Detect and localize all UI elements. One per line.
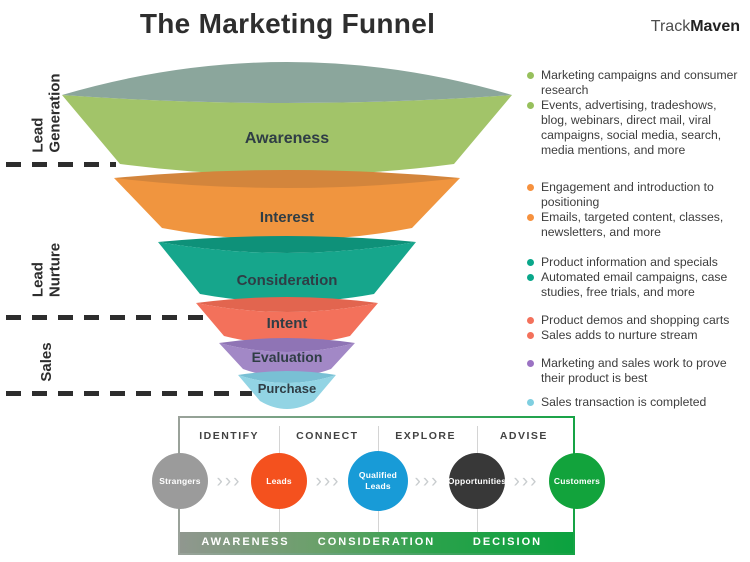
bullet-text: Engagement and introduction to positioni… bbox=[541, 180, 714, 209]
funnel-top-surface bbox=[62, 62, 512, 103]
phase-row: IDENTIFY CONNECT EXPLORE ADVISE bbox=[180, 418, 573, 452]
page-title: The Marketing Funnel bbox=[139, 8, 436, 39]
bullet-group-intent: Product demos and shopping carts Sales a… bbox=[527, 313, 741, 343]
chevron-arrow-icon: ››› bbox=[315, 471, 341, 492]
bullet-group-consideration: Product information and specials Automat… bbox=[527, 255, 741, 300]
list-item: Marketing and sales work to prove their … bbox=[527, 356, 741, 386]
brand-maven: Maven bbox=[690, 18, 740, 35]
funnel-rim-purchase bbox=[238, 371, 336, 383]
bullet-dot bbox=[527, 317, 534, 324]
bullet-dot bbox=[527, 102, 534, 109]
phase-connect: CONNECT bbox=[296, 430, 359, 442]
bullet-text: Product demos and shopping carts bbox=[541, 313, 730, 327]
journey-node-leads: Leads bbox=[251, 453, 307, 509]
funnel-label-evaluation: Evaluation bbox=[251, 349, 323, 365]
funnel-label-interest: Interest bbox=[259, 209, 315, 226]
funnel-label-intent: Intent bbox=[266, 315, 308, 332]
bullet-text: Product information and specials bbox=[541, 255, 718, 269]
brand-logo: TrackMaven bbox=[651, 18, 740, 36]
funnel-segment-interest bbox=[114, 178, 460, 240]
bullet-text: Sales adds to nurture stream bbox=[541, 328, 698, 342]
funnel-segment-evaluation bbox=[219, 343, 355, 377]
bullet-text: Marketing and sales work to prove their … bbox=[541, 356, 727, 385]
funnel-graphic bbox=[62, 62, 512, 409]
funnel-segment-intent bbox=[196, 303, 378, 344]
funnel-segment-consideration bbox=[158, 242, 416, 302]
divider-dashed-line bbox=[6, 315, 207, 320]
phase-explore: EXPLORE bbox=[395, 430, 456, 442]
node-label: Strangers bbox=[159, 475, 201, 486]
bullet-dot bbox=[527, 184, 534, 191]
bullet-text: Automated email campaigns, case studies,… bbox=[541, 270, 728, 299]
bar-segment-consideration: CONSIDERATION bbox=[317, 536, 436, 548]
funnel-rim-consideration bbox=[158, 236, 416, 253]
bullet-group-awareness: Marketing campaigns and consumer researc… bbox=[527, 68, 741, 158]
bullet-dot bbox=[527, 214, 534, 221]
bullet-text: Sales transaction is completed bbox=[541, 395, 707, 409]
bullet-dot bbox=[527, 399, 534, 406]
divider-line bbox=[378, 506, 379, 534]
node-label: Opportunities bbox=[447, 475, 507, 486]
bullet-group-evaluation: Marketing and sales work to prove their … bbox=[527, 356, 741, 386]
funnel-segment-awareness bbox=[62, 95, 512, 175]
list-item: Marketing campaigns and consumer researc… bbox=[527, 68, 741, 98]
list-item: Events, advertising, tradeshows, blog, w… bbox=[527, 98, 741, 158]
customer-journey-panel: IDENTIFY CONNECT EXPLORE ADVISE ››› ››› … bbox=[152, 416, 605, 555]
list-item: Product demos and shopping carts bbox=[527, 313, 741, 328]
bar-segment-decision: DECISION bbox=[472, 536, 543, 548]
divider-line bbox=[477, 506, 478, 534]
funnel-segment-purchase bbox=[238, 375, 336, 409]
node-label: Qualified Leads bbox=[358, 470, 398, 491]
journey-stage-bar: AWARENESS CONSIDERATION DECISION bbox=[180, 532, 573, 553]
funnel-rim-intent bbox=[196, 297, 378, 312]
bullet-dot bbox=[527, 274, 534, 281]
bullet-text: Emails, targeted content, classes, newsl… bbox=[541, 210, 724, 239]
phase-advise: ADVISE bbox=[499, 430, 548, 442]
funnel-rim-evaluation bbox=[219, 338, 355, 352]
funnel-label-awareness: Awareness bbox=[244, 130, 330, 147]
stage-descriptions: Marketing campaigns and consumer researc… bbox=[527, 68, 741, 410]
journey-node-customers: Customers bbox=[549, 453, 605, 509]
bullet-dot bbox=[527, 360, 534, 367]
journey-node-opportunities: Opportunities bbox=[447, 453, 507, 509]
brand-track: Track bbox=[650, 18, 691, 35]
list-item: Product information and specials bbox=[527, 255, 741, 270]
list-item: Engagement and introduction to positioni… bbox=[527, 180, 741, 210]
funnel-label-purchase: Purchase bbox=[257, 381, 317, 396]
phase-identify: IDENTIFY bbox=[199, 430, 260, 442]
divider-line bbox=[279, 426, 280, 454]
bullet-dot bbox=[527, 332, 534, 339]
list-item: Automated email campaigns, case studies,… bbox=[527, 270, 741, 300]
list-item: Sales transaction is completed bbox=[527, 395, 741, 410]
journey-node-strangers: Strangers bbox=[152, 453, 208, 509]
node-label: Customers bbox=[553, 475, 601, 486]
bullet-group-purchase: Sales transaction is completed bbox=[527, 395, 741, 410]
divider-line bbox=[378, 426, 379, 454]
bar-segment-awareness: AWARENESS bbox=[201, 536, 290, 548]
list-item: Emails, targeted content, classes, newsl… bbox=[527, 210, 741, 240]
divider-dashed-line bbox=[6, 162, 116, 167]
journey-node-qualified-leads: Qualified Leads bbox=[348, 451, 408, 511]
chevron-arrow-icon: ››› bbox=[513, 471, 539, 492]
chevron-arrow-icon: ››› bbox=[216, 471, 242, 492]
divider-line bbox=[477, 426, 478, 454]
bullet-dot bbox=[527, 259, 534, 266]
list-item: Sales adds to nurture stream bbox=[527, 328, 741, 343]
divider-dashed-line bbox=[6, 391, 252, 396]
bullet-text: Events, advertising, tradeshows, blog, w… bbox=[541, 98, 722, 157]
node-label: Leads bbox=[266, 475, 292, 486]
bullet-dot bbox=[527, 72, 534, 79]
chevron-arrow-icon: ››› bbox=[414, 471, 440, 492]
funnel-label-consideration: Consideration bbox=[236, 272, 338, 289]
divider-line bbox=[279, 506, 280, 534]
bullet-group-interest: Engagement and introduction to positioni… bbox=[527, 180, 741, 240]
bullet-text: Marketing campaigns and consumer researc… bbox=[541, 68, 738, 97]
